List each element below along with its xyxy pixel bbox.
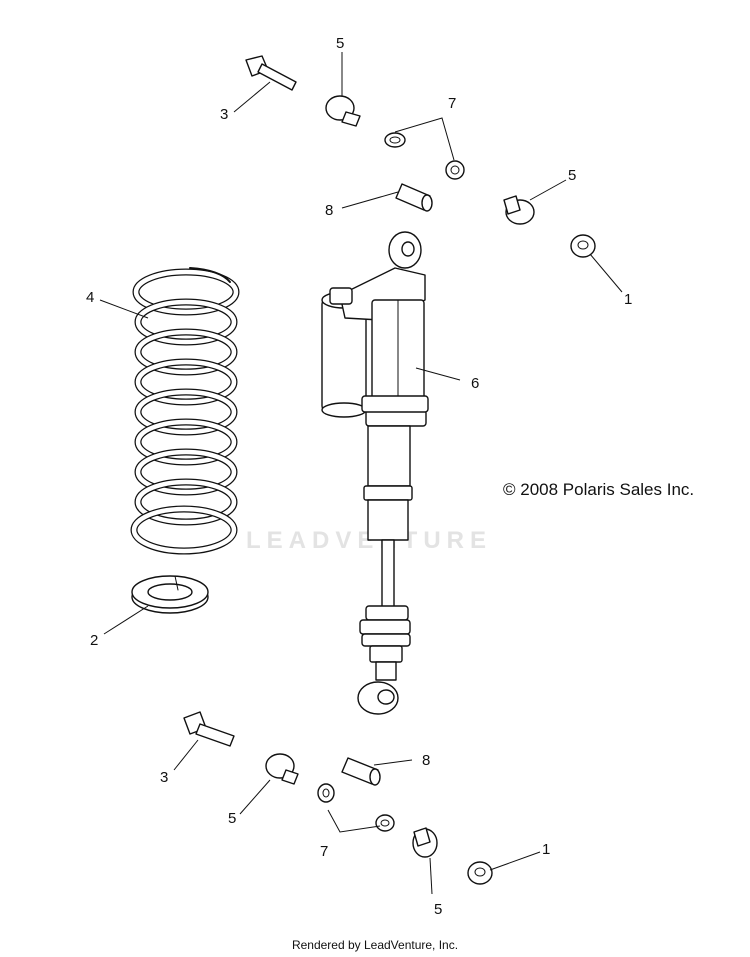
footer-credit: Rendered by LeadVenture, Inc. [291, 938, 459, 952]
callout-5-bottom-right: 5 [434, 901, 442, 918]
sleeve-top[interactable] [395, 183, 433, 212]
bushing-top-left[interactable] [325, 95, 361, 127]
washer-bottom-a[interactable] [317, 783, 335, 803]
nut-top[interactable] [570, 234, 596, 258]
callout-7-bottom: 7 [320, 843, 328, 860]
bushing-top-right[interactable] [503, 195, 535, 225]
callout-1-bottom: 1 [542, 841, 550, 858]
bolt-top[interactable] [245, 55, 297, 91]
coil-spring[interactable] [130, 267, 240, 555]
callout-5-top-left: 5 [336, 35, 344, 52]
spring-seat[interactable] [131, 575, 209, 614]
callout-7-top: 7 [448, 95, 456, 112]
copyright-text: © 2008 Polaris Sales Inc. [503, 480, 695, 499]
callout-6: 6 [471, 375, 479, 392]
bushing-bottom-left[interactable] [265, 753, 299, 785]
watermark: LEADVENTURE [246, 527, 492, 555]
nut-bottom[interactable] [467, 861, 493, 885]
washer-top-b[interactable] [445, 160, 465, 180]
washer-bottom-b[interactable] [375, 814, 395, 832]
callout-4: 4 [86, 289, 94, 306]
callout-8-top: 8 [325, 202, 333, 219]
shock-absorber[interactable] [321, 231, 429, 715]
callout-5-top-right: 5 [568, 167, 576, 184]
callout-5-bottom-left: 5 [228, 810, 236, 827]
bolt-bottom[interactable] [183, 711, 235, 747]
leader-lines [99, 52, 623, 895]
sleeve-bottom[interactable] [341, 757, 381, 786]
callout-1-top: 1 [624, 291, 632, 308]
bushing-bottom-right[interactable] [412, 827, 438, 858]
callout-8-bottom: 8 [422, 752, 430, 769]
callout-2: 2 [90, 632, 98, 649]
callout-3-bottom: 3 [160, 769, 168, 786]
washer-top-a[interactable] [384, 132, 406, 148]
callout-3-top: 3 [220, 106, 228, 123]
